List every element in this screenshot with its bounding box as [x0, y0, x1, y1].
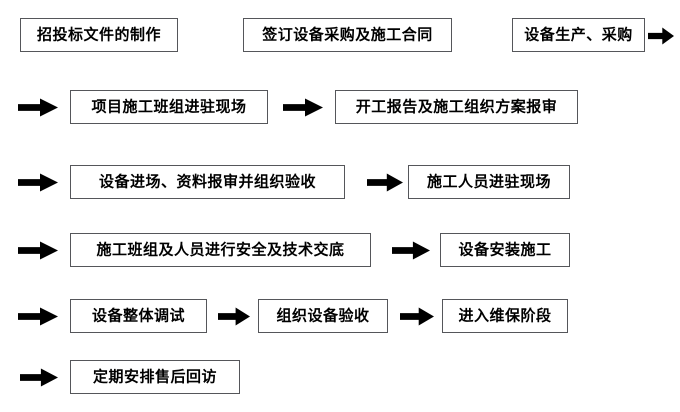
process-box-n3: 设备生产、采购	[512, 18, 645, 52]
process-box-label: 设备生产、采购	[524, 25, 633, 43]
arrow-right-icon	[20, 368, 58, 387]
process-box-n7: 施工人员进驻现场	[408, 165, 570, 199]
process-box-label: 组织设备验收	[276, 306, 370, 324]
process-box-n5: 开工报告及施工组织方案报审	[335, 90, 578, 124]
process-box-n6: 设备进场、资料报审并组织验收	[70, 165, 345, 199]
process-box-label: 项目施工班组进驻现场	[91, 97, 247, 115]
arrow-right-icon	[648, 27, 674, 45]
process-box-label: 签订设备采购及施工合同	[262, 25, 433, 43]
process-box-label: 开工报告及施工组织方案报审	[355, 97, 558, 115]
arrow-right-icon	[18, 241, 58, 260]
process-box-n2: 签订设备采购及施工合同	[243, 18, 452, 52]
process-box-n12: 进入维保阶段	[442, 299, 568, 333]
arrow-right-icon	[18, 173, 58, 192]
process-box-label: 施工班组及人员进行安全及技术交底	[96, 240, 345, 258]
process-box-label: 招投标文件的制作	[36, 25, 161, 43]
arrow-right-icon	[392, 241, 430, 260]
process-box-n1: 招投标文件的制作	[20, 18, 178, 52]
process-box-label: 设备安装施工	[458, 240, 552, 258]
arrow-right-icon	[218, 307, 250, 326]
process-box-n8: 施工班组及人员进行安全及技术交底	[70, 233, 371, 267]
process-box-label: 定期安排售后回访	[92, 367, 217, 385]
process-box-n11: 组织设备验收	[258, 299, 388, 333]
arrow-right-icon	[283, 98, 323, 117]
process-box-label: 进入维保阶段	[458, 306, 552, 324]
process-box-label: 设备进场、资料报审并组织验收	[98, 172, 316, 190]
process-box-label: 设备整体调试	[91, 306, 185, 324]
arrow-right-icon	[18, 98, 58, 117]
arrow-right-icon	[18, 307, 58, 326]
arrow-right-icon	[400, 307, 434, 326]
process-box-n10: 设备整体调试	[70, 299, 207, 333]
process-box-n13: 定期安排售后回访	[70, 360, 240, 394]
arrow-right-icon	[367, 173, 403, 192]
process-box-n9: 设备安装施工	[440, 233, 570, 267]
process-box-label: 施工人员进驻现场	[426, 172, 551, 190]
process-box-n4: 项目施工班组进驻现场	[70, 90, 268, 124]
